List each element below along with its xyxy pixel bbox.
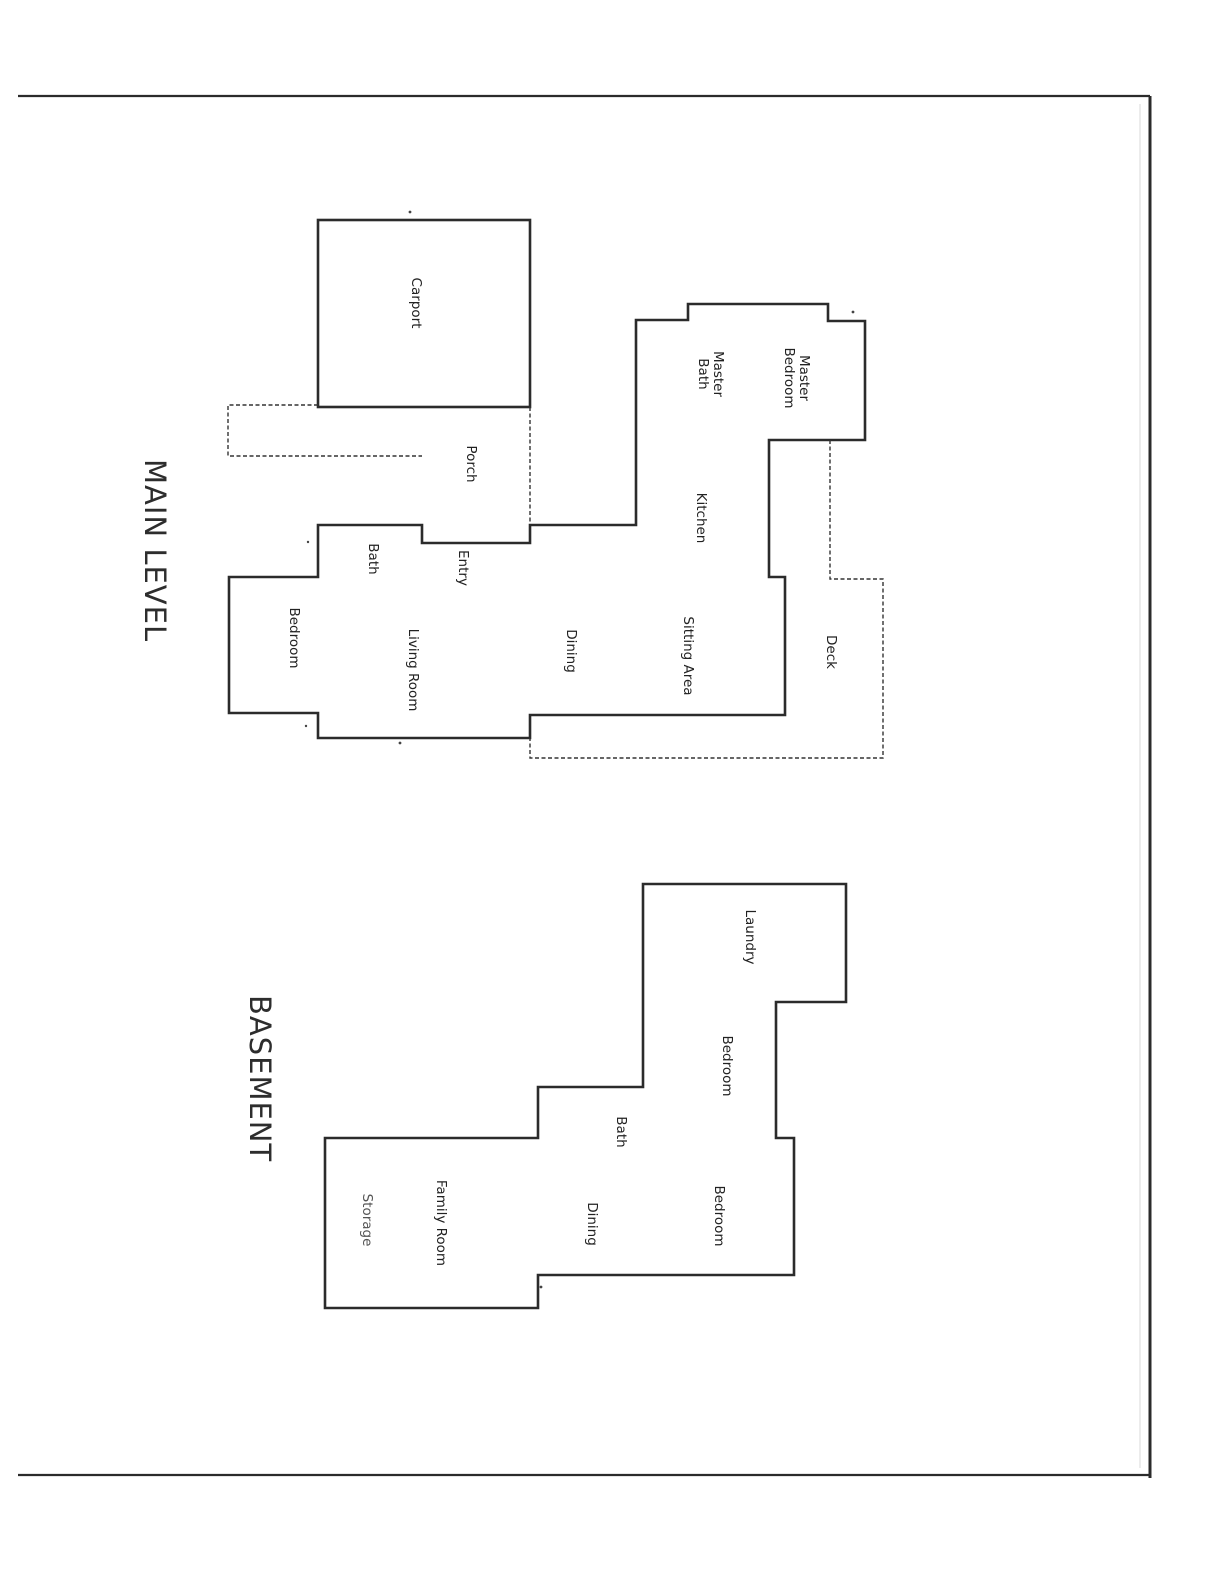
room-label-storage: Storage [359, 1193, 375, 1247]
basement-outline [323, 882, 848, 1310]
room-label-basement-bath: Bath [613, 1116, 629, 1148]
deck-outline [529, 440, 884, 759]
main-level-title: MAIN LEVEL [138, 459, 172, 643]
main-level-outline [227, 302, 867, 740]
room-label-basement-dining: Dining [584, 1202, 600, 1246]
room-label-family-room: Family Room [433, 1179, 449, 1267]
walkway-outline [227, 404, 422, 457]
room-label-carport: Carport [408, 277, 424, 329]
carport-outline [316, 218, 532, 409]
room-label-bedroom: Bedroom [286, 607, 302, 669]
room-label-sitting-area: Sitting Area [680, 616, 696, 696]
room-label-kitchen: Kitchen [693, 492, 709, 544]
room-label-porch: Porch [463, 445, 479, 483]
dimension-markers [304, 210, 855, 1289]
room-label-basement-bedroom-2: Bedroom [711, 1185, 727, 1247]
room-label-laundry: Laundry [742, 909, 758, 965]
room-label-basement-bedroom-1: Bedroom [719, 1035, 735, 1097]
basement-title: BASEMENT [243, 995, 277, 1163]
room-label-master-bedroom: Master Bedroom [781, 347, 812, 409]
room-label-deck: Deck [823, 635, 839, 669]
room-label-entry: Entry [455, 550, 471, 586]
room-label-master-bath: Master Bath [695, 350, 726, 398]
room-label-living-room: Living Room [405, 628, 421, 712]
room-label-dining: Dining [563, 629, 579, 673]
room-label-bath: Bath [365, 543, 381, 575]
